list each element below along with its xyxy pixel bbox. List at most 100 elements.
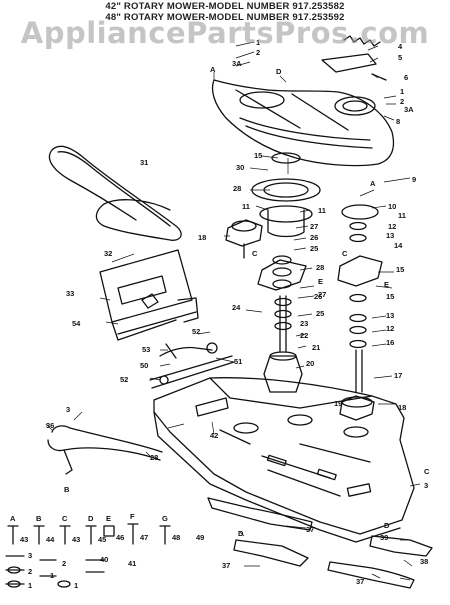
callout-50: 50 (140, 361, 148, 370)
callout-29: 28 (316, 263, 324, 272)
callout-28-mid: 27 (318, 290, 326, 299)
callout-42: 42 (210, 431, 218, 440)
cover-belt-channel (239, 117, 373, 149)
legend-letter-d: D (88, 514, 94, 523)
callout-52-top: 52 (192, 327, 200, 336)
callout-3a: 3A (232, 59, 242, 68)
callout-52-bottom: 52 (120, 375, 128, 384)
callout-53: 53 (142, 345, 150, 354)
callout-12-left: 11 (242, 202, 250, 211)
legend-num-40: 40 (100, 555, 108, 564)
callout-e-right: E (384, 280, 389, 289)
deck-top-ridge (209, 377, 373, 409)
legend-letter-c: C (62, 514, 68, 523)
callout-13-right: 12 (388, 222, 396, 231)
callout-14-right: 13 (386, 231, 394, 240)
callout-27-mid: 26 (314, 292, 322, 301)
callout-32: 31 (140, 158, 148, 167)
spindle-housing-top (269, 351, 297, 361)
legend-num-47: 47 (140, 533, 148, 542)
spindle-housing (263, 355, 303, 393)
callout-34: 33 (66, 289, 74, 298)
callout-51: 51 (234, 357, 242, 366)
right-spindle-assembly-top (341, 396, 373, 408)
callout-3a-right: 3A (404, 105, 414, 114)
legend-num-3: 3 (28, 551, 32, 560)
callout-24: 23 (300, 319, 308, 328)
callout-26-mid: 25 (316, 309, 324, 318)
mower-deck (153, 377, 415, 535)
blade-left (233, 539, 309, 567)
callout-16: 15 (254, 151, 262, 160)
spindle-nut-2 (272, 267, 292, 277)
callout-14: 13 (386, 311, 394, 320)
spindle-bearing-3 (274, 321, 292, 331)
right-spindle-shaft (355, 349, 363, 393)
spindle-washer-top (271, 152, 301, 164)
deck-skirt-front (153, 411, 401, 543)
left-spindle-pulley (231, 220, 257, 232)
legend-bolt-d (85, 525, 97, 545)
right-washer-1 (349, 221, 367, 231)
cover-rib (235, 89, 349, 131)
legend-num-1: 1 (28, 581, 32, 590)
callout-16-right: 15 (396, 265, 404, 274)
idler-bolt (371, 73, 387, 81)
callout-23: 22 (300, 331, 308, 340)
blade-right (327, 561, 415, 589)
callout-37-right: 37 (356, 577, 364, 586)
legend-bolt-a (7, 525, 19, 545)
cover-opening-left (239, 91, 285, 109)
callout-2-right: 2 (400, 97, 404, 106)
spindle-bearing-1 (274, 297, 292, 307)
callout-26: 25 (310, 244, 318, 253)
right-washer-4 (349, 313, 367, 323)
guard-bracket (111, 297, 199, 341)
callout-e-center: E (318, 277, 323, 286)
link-pivot (206, 342, 218, 354)
deck-label (346, 483, 372, 497)
callout-11: 10 (388, 202, 396, 211)
callout-31: 30 (236, 163, 244, 172)
callout-a-mid: A (370, 179, 376, 188)
v-belt (48, 145, 182, 241)
stabilizer-arm (47, 425, 163, 461)
right-washer-2 (349, 233, 367, 243)
legend-letter-f: F (130, 512, 135, 521)
legend-num-2: 2 (28, 567, 32, 576)
callout-15: 14 (394, 241, 403, 250)
legend-num-44: 44 (46, 535, 55, 544)
right-washer-5 (349, 325, 367, 335)
legend-nut-e (103, 525, 115, 537)
legend-washer-2 (7, 580, 21, 588)
pulley-cover-plate (211, 79, 395, 167)
right-washer-3 (349, 293, 367, 303)
legend-num-43a: 43 (20, 535, 28, 544)
spindle-nut-1 (272, 255, 292, 265)
callout-3-left: 3 (66, 405, 70, 414)
callout-22: 21 (312, 343, 320, 352)
callout-21: 20 (306, 359, 314, 368)
deck-slot-left (266, 454, 287, 467)
spindle-shaft (279, 295, 287, 353)
callout-20: 19 (334, 399, 342, 408)
spindle-nut-3 (272, 279, 292, 289)
callout-7: 6 (404, 73, 408, 82)
left-spindle-plate (225, 219, 263, 247)
legend-bolt-g (159, 525, 171, 545)
callout-19-right: 18 (398, 403, 406, 412)
legend-bolt-b (33, 525, 45, 545)
right-washer-6 (349, 339, 367, 349)
callout-9: 8 (396, 117, 400, 126)
callout-54: 54 (72, 319, 81, 328)
legend-num-45: 45 (98, 535, 106, 544)
right-spindle-assembly (339, 395, 375, 421)
deck-spindle-hole-left (233, 422, 259, 434)
legend-num-46: 46 (116, 533, 124, 542)
blade-center (207, 497, 313, 531)
spindle-pulley-mid (259, 205, 313, 223)
deck-spindle-hole-right (343, 426, 369, 438)
deck-slot-right (316, 468, 337, 481)
callout-c-right: C (424, 467, 430, 476)
